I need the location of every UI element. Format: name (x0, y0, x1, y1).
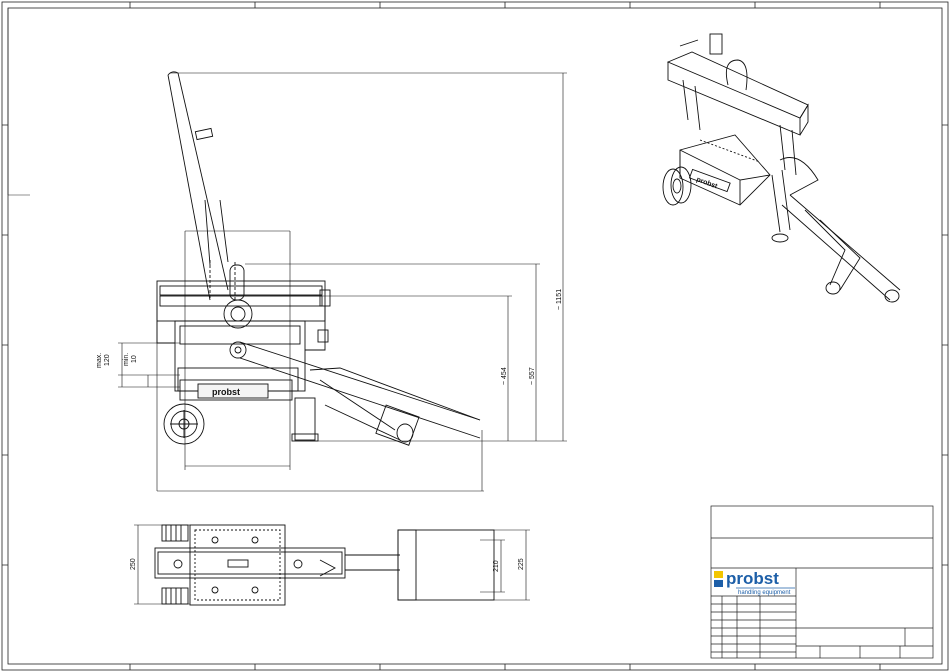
iso-brand-label: probst (695, 176, 718, 190)
dim-height-557: ~ 557 (529, 367, 536, 385)
dim-width-250: 250 (130, 558, 137, 570)
dim-max-value: 120 (104, 354, 111, 366)
machine-handle (168, 72, 228, 300)
isometric-view (663, 34, 900, 302)
dim-height-454: ~ 454 (501, 367, 508, 385)
logo-blue-mark (714, 580, 723, 587)
dim-width-225: 225 (518, 558, 525, 570)
dim-min-value: 10 (131, 355, 138, 363)
logo-subtitle: handling equipment (738, 590, 791, 596)
tow-bar (240, 342, 480, 445)
dim-width-210: 210 (493, 560, 500, 572)
dim-min-label: min. (123, 353, 130, 366)
iso-tow-bar (780, 158, 900, 303)
side-view-dimension-lines (118, 73, 567, 491)
dim-max-label: max. (96, 353, 103, 368)
iso-legs (772, 170, 790, 242)
top-view (134, 525, 530, 605)
top-view-wheels (162, 525, 188, 604)
iso-top-beam (668, 52, 808, 175)
logo-yellow-mark (714, 571, 723, 578)
dim-height-total: ~ 1151 (556, 289, 563, 310)
top-view-dimension-lines (134, 525, 530, 604)
side-view (118, 72, 567, 491)
wheel (164, 404, 204, 444)
machine-side-body (157, 260, 330, 441)
side-brand-label: probst (212, 387, 240, 397)
iso-wheel (663, 167, 691, 205)
logo-text: probst (726, 569, 779, 588)
